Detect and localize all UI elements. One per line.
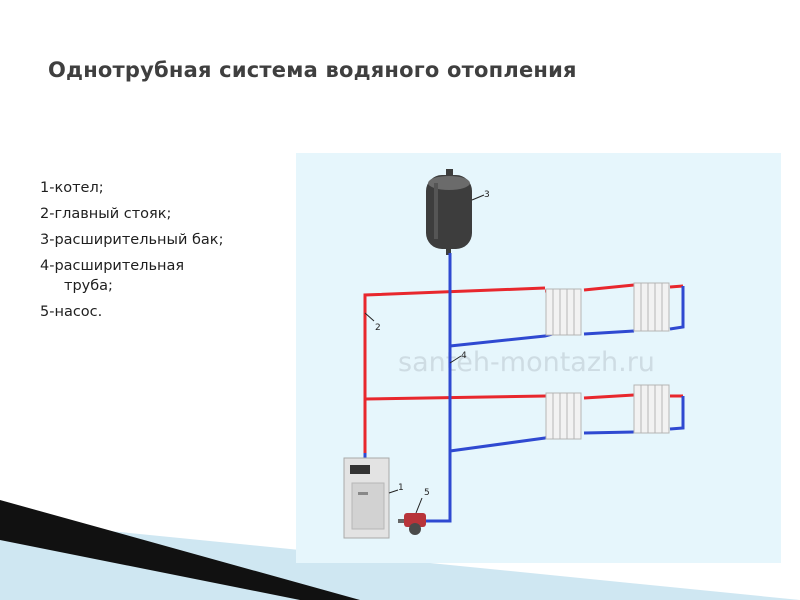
callout-5: 5: [424, 488, 430, 498]
stripe-dark: [0, 500, 360, 600]
page-title: Однотрубная система водяного отопления: [48, 58, 577, 82]
radiator-upper-right: [633, 282, 670, 332]
heating-system-diagram: santeh-montazh.ru: [296, 153, 781, 563]
legend-item-boiler: 1-котел;: [40, 180, 104, 196]
legend-item-main-riser: 2-главный стояк;: [40, 206, 172, 222]
radiator-upper-left: [545, 288, 582, 336]
legend-item-expansion-tank: 3-расширительный бак;: [40, 232, 224, 248]
circulation-pump: [398, 513, 426, 535]
callout-1: 1: [398, 483, 404, 493]
legend-list: 1-котел; 2-главный стояк; 3-расширительн…: [40, 178, 290, 328]
radiator-lower-right: [633, 384, 670, 434]
return-pipes: [363, 253, 685, 523]
callout-3: 3: [484, 190, 490, 200]
callout-4: 4: [461, 351, 467, 361]
radiator-lower-left: [545, 392, 582, 440]
callout-leaders: [364, 194, 485, 514]
boiler: [343, 457, 390, 539]
watermark: santeh-montazh.ru: [398, 347, 655, 378]
legend-item-expansion-pipe: 4-расширительная труба;: [40, 258, 185, 294]
callout-2: 2: [375, 323, 381, 333]
legend-item-pump: 5-насос.: [40, 304, 103, 320]
expansion-tank: [426, 169, 472, 255]
